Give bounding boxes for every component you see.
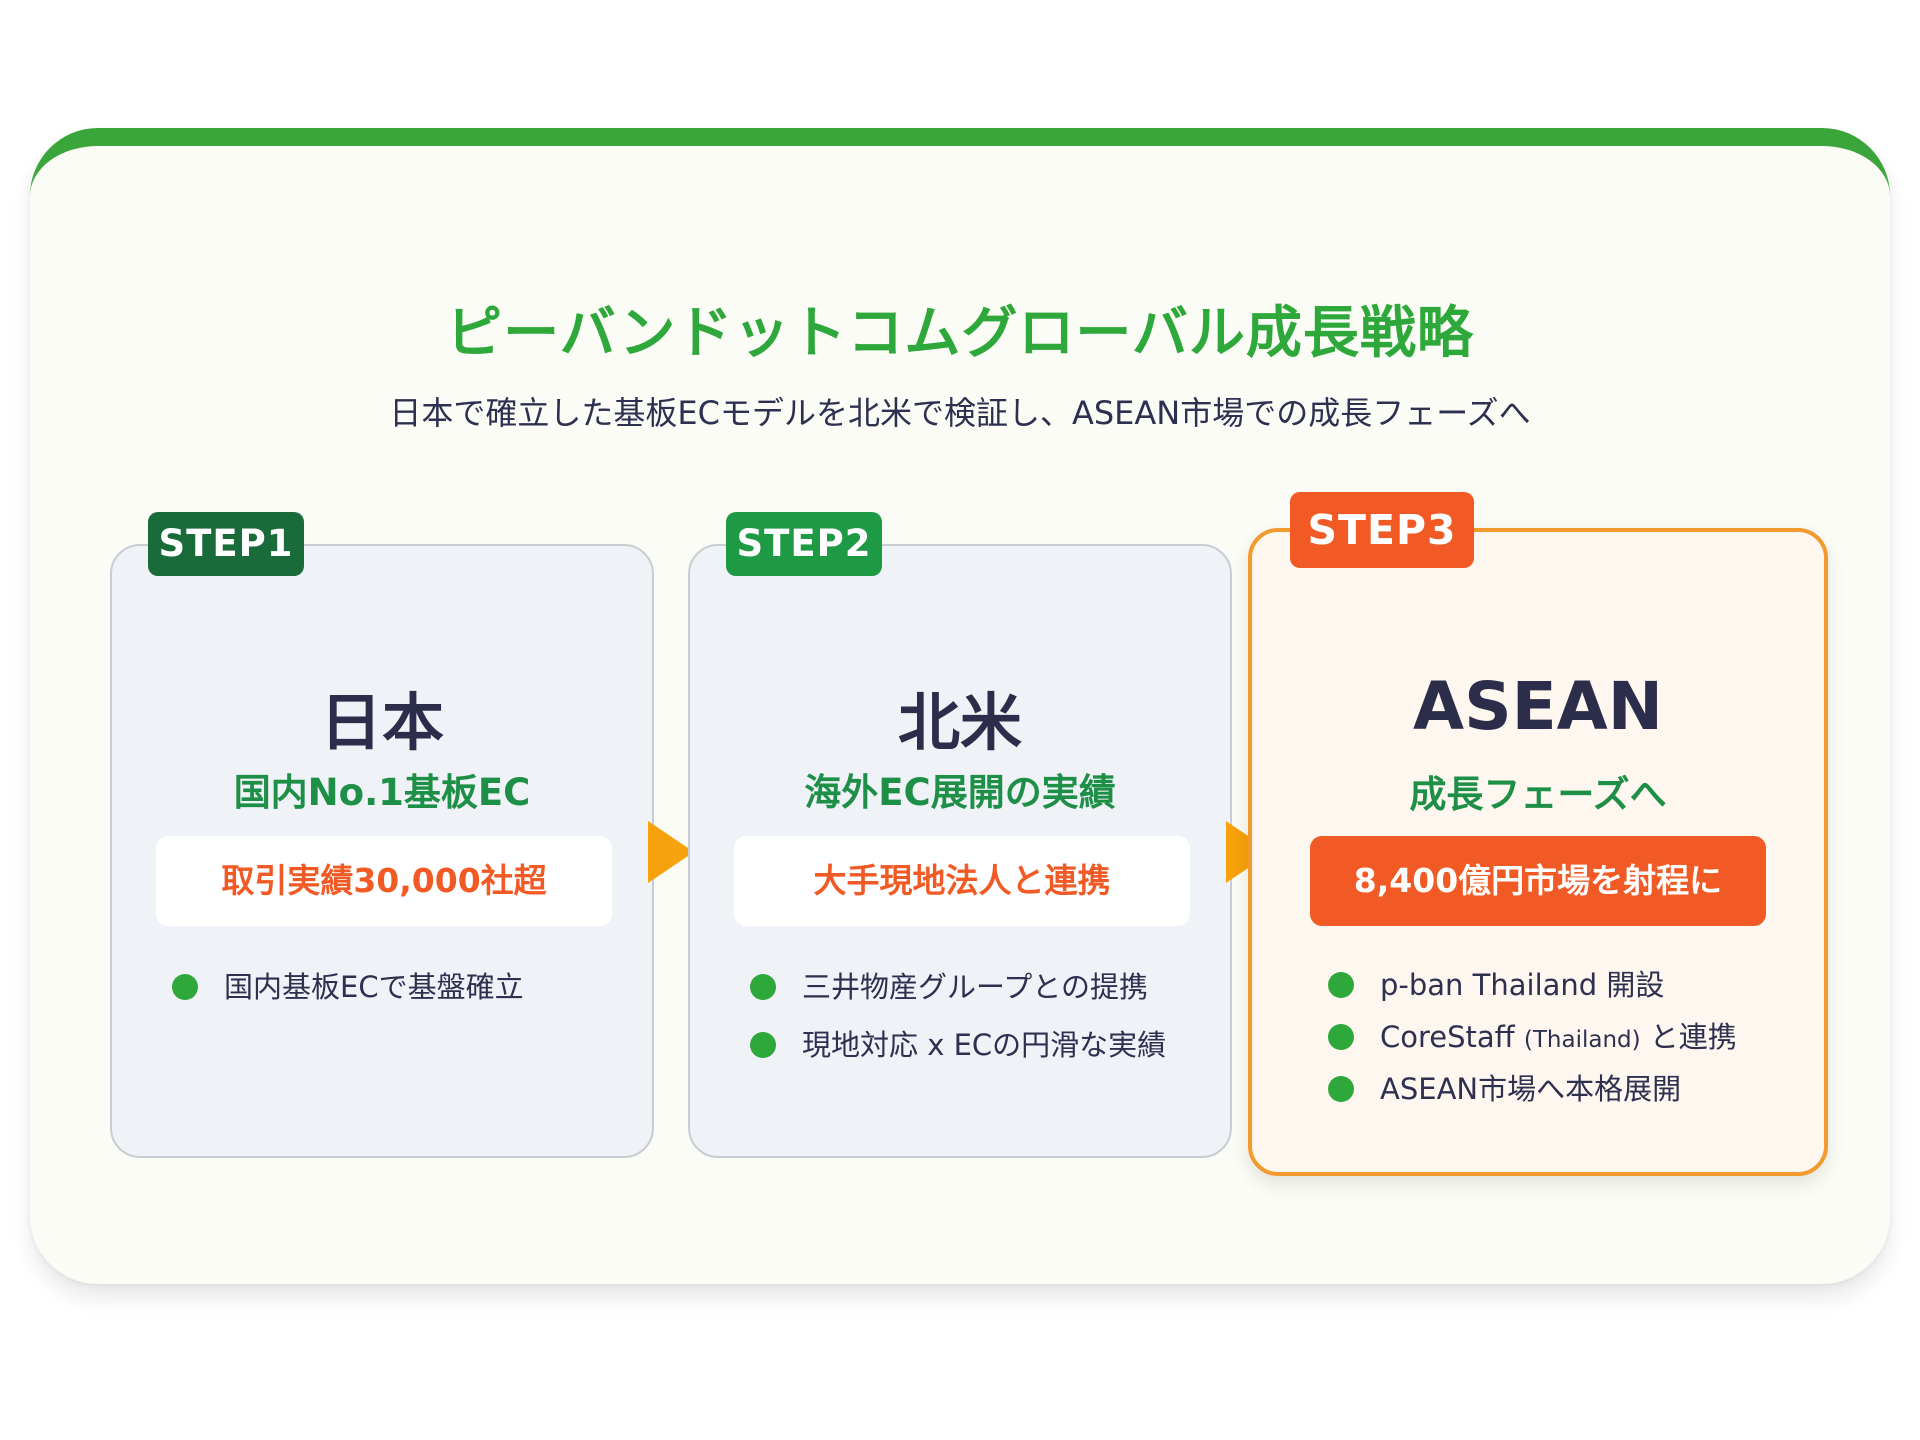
step3-highlight: 8,400億円市場を射程に (1310, 836, 1766, 926)
step3-tagline: 成長フェーズへ (1409, 773, 1667, 816)
page-title: ピーバンドットコムグローバル成長戦略 (446, 301, 1474, 366)
bullet-dot-icon (1328, 1076, 1354, 1102)
step3-region: ASEAN (1412, 668, 1663, 745)
step1-card: 日本 国内No.1基板EC 取引実績30,000社超 国内基板ECで基盤確立 (110, 544, 654, 1158)
bullet-dot-icon (1328, 972, 1354, 998)
bullet-text: 三井物産グループとの提携 (802, 970, 1148, 1004)
step3-card: ASEAN 成長フェーズへ 8,400億円市場を射程に p-ban Thaila… (1248, 528, 1828, 1176)
step2-card: 北米 海外EC展開の実績 大手現地法人と連携 三井物産グループとの提携 現地対応… (688, 544, 1232, 1158)
arrow-right-icon (648, 821, 694, 883)
bullet-text: ASEAN市場へ本格展開 (1380, 1072, 1682, 1106)
step2-badge: STEP2 (726, 512, 882, 576)
list-item: ASEAN市場へ本格展開 (1328, 1068, 1737, 1110)
step2-region: 北米 (897, 686, 1022, 759)
bullet-dot-icon (172, 974, 198, 1000)
step3-badge: STEP3 (1290, 492, 1474, 568)
list-item: 現地対応 x ECの円滑な実績 (750, 1024, 1166, 1066)
list-item: 国内基板ECで基盤確立 (172, 966, 524, 1008)
step3-bullet-list: p-ban Thailand 開設 CoreStaff (Thailand) と… (1328, 964, 1737, 1110)
step1-badge: STEP1 (148, 512, 304, 576)
step2-bullet-list: 三井物産グループとの提携 現地対応 x ECの円滑な実績 (750, 966, 1166, 1066)
step2-tagline: 海外EC展開の実績 (804, 771, 1116, 814)
bullet-text: CoreStaff (1380, 1020, 1524, 1054)
list-item: 三井物産グループとの提携 (750, 966, 1166, 1008)
bullet-dot-icon (1328, 1024, 1354, 1050)
step1-highlight: 取引実績30,000社超 (156, 836, 612, 926)
step1-tagline: 国内No.1基板EC (233, 771, 531, 814)
step1-bullet-list: 国内基板ECで基盤確立 (172, 966, 524, 1008)
bullet-text: 国内基板ECで基盤確立 (224, 970, 524, 1004)
list-item: p-ban Thailand 開設 (1328, 964, 1737, 1006)
bullet-dot-icon (750, 974, 776, 1000)
bullet-text: 現地対応 x ECの円滑な実績 (802, 1028, 1167, 1062)
bullet-text: と連携 (1640, 1020, 1737, 1054)
step1-region: 日本 (319, 686, 444, 759)
page-subtitle: 日本で確立した基板ECモデルを北米で検証し、ASEAN市場での成長フェーズへ (389, 394, 1531, 432)
list-item: CoreStaff (Thailand) と連携 (1328, 1016, 1737, 1058)
bullet-text-small: (Thailand) (1523, 1027, 1641, 1053)
step2-highlight: 大手現地法人と連携 (734, 836, 1190, 926)
bullet-text: p-ban Thailand 開設 (1380, 968, 1665, 1002)
bullet-dot-icon (750, 1032, 776, 1058)
